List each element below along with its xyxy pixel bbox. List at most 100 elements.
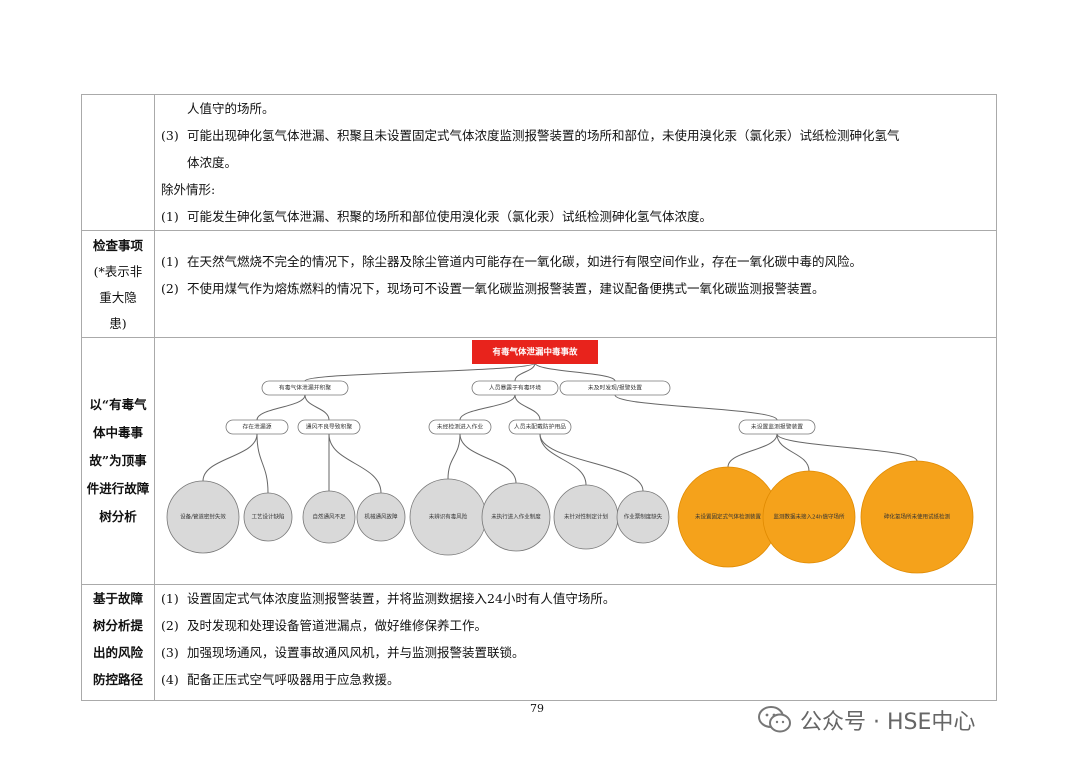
item-text: 可能发生砷化氢气体泄漏、积聚的场所和部位使用溴化汞（氯化汞）试纸检测砷化氢气体浓…: [187, 209, 713, 224]
label-line: 树分析提: [92, 618, 143, 633]
item-text: 配备正压式空气呼吸器用于应急救援。: [187, 672, 400, 687]
label-line: 体中毒事: [92, 425, 143, 440]
top-event-box: [472, 340, 598, 364]
basic-event-node: [166, 480, 240, 554]
top-event-label: 有毒气体泄漏中毒事故: [492, 347, 578, 358]
item-number: (1): [161, 591, 179, 606]
wechat-icon: [758, 706, 791, 733]
label-line: 检查事项: [92, 238, 143, 253]
text-line: (1) 可能发生砷化氢气体泄漏、积聚的场所和部位使用溴化汞（氯化汞）试纸检测砷化氢…: [161, 203, 996, 230]
basic-event-label: 砷化氢场所未使用试纸检测: [884, 513, 951, 521]
check-items-cell: (1) 在天然气燃烧不完全的情况下，除尘器及除尘管道内可能存在一氧化碳，如进行有限…: [154, 230, 997, 338]
intermediate-event-node: [261, 380, 349, 396]
item-number: (3): [161, 645, 179, 660]
intermediate-event-label: 通风不良导致积聚: [306, 423, 353, 431]
basic-event-label: 机械通风故障: [364, 513, 398, 521]
watermark-text: 公众号 · HSE中心: [800, 710, 976, 735]
tree-connector: [304, 362, 536, 382]
intermediate-event-node: [471, 380, 559, 396]
item-number: (4): [161, 672, 179, 687]
tree-connector: [459, 433, 517, 484]
list-item: (2) 不使用煤气作为熔炼燃料的情况下，现场可不设置一氧化碳监测报警装置，建议配备…: [161, 275, 996, 302]
intermediate-event-node: [559, 380, 671, 396]
basic-event-label: 监测数据未接入24h值守场所: [774, 513, 845, 521]
label-line: 出的风险: [92, 645, 143, 660]
label-line: 树分析: [99, 509, 137, 524]
intermediate-event-node: [428, 419, 492, 435]
label-line: 以“有毒气: [89, 397, 147, 412]
page-number: 79: [530, 702, 544, 715]
item-text: 在天然气燃烧不完全的情况下，除尘器及除尘管道内可能存在一氧化碳，如进行有限空间作…: [187, 254, 863, 269]
label-line: 基于故障: [92, 591, 143, 606]
tree-connector: [776, 433, 918, 462]
risk-paths-label-cell: 基于故障 树分析提 出的风险 防控路径: [81, 584, 155, 701]
tree-connector: [776, 433, 810, 472]
tree-connector: [447, 433, 461, 480]
item-text: 设置固定式气体浓度监测报警装置，并将监测数据接入24小时有人值守场所。: [187, 591, 616, 606]
item-text: 不使用煤气作为熔炼燃料的情况下，现场可不设置一氧化碳监测报警装置，建议配备便携式…: [187, 281, 825, 296]
label-line: 故”为顶事: [89, 453, 147, 468]
intermediate-event-node: [297, 419, 361, 435]
tree-connector: [459, 394, 516, 421]
intermediate-event-label: 未经检测进入作业: [437, 423, 484, 431]
basic-event-node: [356, 492, 406, 542]
item-text: 加强现场通风，设置事故通风风机，并与监测报警装置联锁。: [187, 645, 525, 660]
item-text: 及时发现和处理设备管道泄漏点，做好维修保养工作。: [187, 618, 488, 633]
text-line: 人值守的场所。: [187, 101, 275, 116]
row-risk-paths: 基于故障 树分析提 出的风险 防控路径 (1) 设置固定式气体浓度监测报警装置，并…: [81, 584, 997, 701]
empty-label-cell: [81, 94, 155, 231]
item-text: 可能出现砷化氢气体泄漏、积聚且未设置固定式气体浓度监测报警装置的场所和部位，未使…: [187, 128, 900, 143]
basic-event-label: 未针对性制定计划: [564, 513, 608, 521]
tree-connector: [534, 362, 616, 382]
basic-event-node: [302, 490, 356, 544]
document-table: 人值守的场所。 (3) 可能出现砷化氢气体泄漏、积聚且未设置固定式气体浓度监测报警…: [81, 94, 997, 701]
row-fault-tree: 以“有毒气 体中毒事 故”为顶事 件进行故障 树分析 有毒气体泄漏中毒事故有毒气…: [81, 337, 997, 585]
basic-event-node: [616, 490, 670, 544]
intermediate-event-label: 有毒气体泄漏并积聚: [279, 384, 331, 392]
intermediate-event-label: 存在泄漏源: [243, 423, 272, 431]
tree-connector: [514, 394, 541, 421]
row-check-items: 检查事项 (*表示非 重大隐 患) (1) 在天然气燃烧不完全的情况下，除尘器及除…: [81, 230, 997, 338]
label-line: 防控路径: [92, 672, 143, 687]
tree-connector: [539, 433, 587, 486]
intermediate-event-label: 人员未配戴防护用品: [514, 423, 566, 431]
tree-connector: [202, 433, 258, 482]
item-number: (3): [161, 128, 179, 143]
label-line: 件进行故障: [86, 481, 150, 496]
intermediate-event-node: [738, 419, 816, 435]
tree-connector: [539, 433, 644, 492]
tree-connector: [304, 394, 330, 421]
fault-tree-cell: 有毒气体泄漏中毒事故有毒气体泄漏并积聚人员暴露于有毒环境未及时发现/报警处置存在…: [154, 337, 997, 585]
basic-event-label: 自然通风不足: [312, 513, 346, 521]
list-item: (2)及时发现和处理设备管道泄漏点，做好维修保养工作。: [161, 612, 996, 639]
basic-event-label: 未辨识有毒风险: [429, 513, 468, 521]
basic-event-label: 工艺设计缺陷: [251, 513, 284, 521]
label-line: (*表示非: [93, 264, 143, 279]
tree-connector: [256, 433, 269, 494]
text-line: 除外情形:: [161, 182, 216, 197]
tree-connector: [256, 394, 306, 421]
basic-event-label: 设备/管道密封失效: [180, 513, 226, 521]
basic-event-label: 未执行进入作业制度: [491, 513, 541, 521]
risk-paths-cell: (1) 设置固定式气体浓度监测报警装置，并将监测数据接入24小时有人值守场所。 (…: [154, 584, 997, 701]
item-number: (1): [161, 254, 179, 269]
text-line: (3) 可能出现砷化氢气体泄漏、积聚且未设置固定式气体浓度监测报警装置的场所和部位…: [161, 122, 996, 149]
list-item: (1) 设置固定式气体浓度监测报警装置，并将监测数据接入24小时有人值守场所。: [161, 585, 996, 612]
intermediate-event-node: [225, 419, 289, 435]
list-item: (4) 配备正压式空气呼吸器用于应急救援。: [161, 666, 996, 693]
check-items-label-cell: 检查事项 (*表示非 重大隐 患): [81, 230, 155, 338]
basic-event-node: [481, 482, 551, 552]
tree-connector: [328, 433, 382, 494]
basic-event-label: 未设置固定式气体检测装置: [695, 513, 762, 521]
item-number: (2): [161, 281, 179, 296]
intermediate-event-node: [508, 419, 572, 435]
continuation-cell: 人值守的场所。 (3) 可能出现砷化氢气体泄漏、积聚且未设置固定式气体浓度监测报警…: [154, 94, 997, 231]
label-line: 患): [109, 316, 127, 331]
row-continuation: 人值守的场所。 (3) 可能出现砷化氢气体泄漏、积聚且未设置固定式气体浓度监测报警…: [81, 94, 997, 231]
basic-event-label: 作业票制度缺失: [624, 513, 663, 521]
intermediate-event-label: 人员暴露于有毒环境: [489, 384, 541, 392]
basic-event-node: [860, 460, 974, 574]
text-line: 体浓度。: [187, 155, 238, 170]
item-number: (1): [161, 209, 179, 224]
label-line: 重大隐: [99, 290, 137, 305]
